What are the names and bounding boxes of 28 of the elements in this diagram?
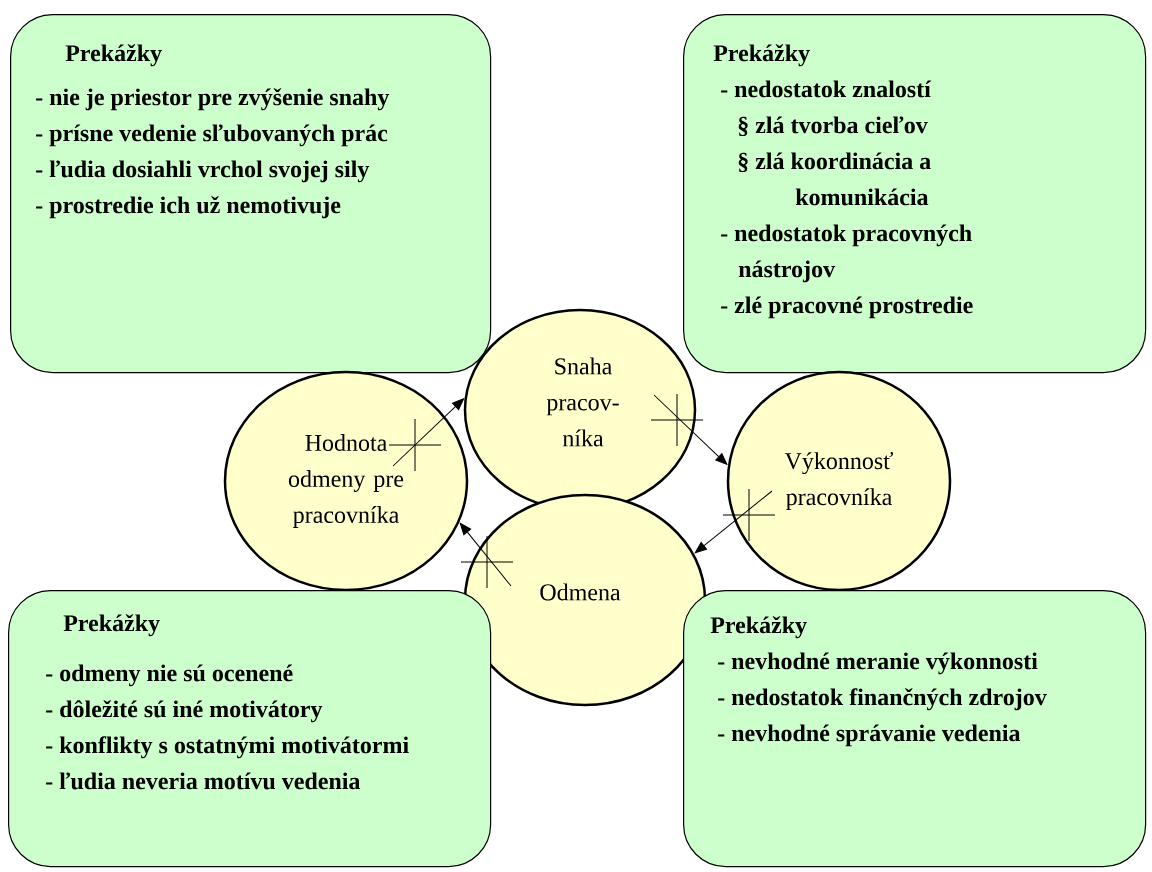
list-item: - nedostatok znalostí [721,80,932,98]
list-item: - konflikty s ostatnými motivátormi [46,736,409,759]
obstacle-box [683,14,1147,374]
list-item: - zlé pracovné prostredie [721,296,973,319]
list-item: - nevhodné meranie výkonnosti [718,652,1038,675]
box-heading: Prekážky [713,44,810,67]
list-item: - nedostatok finančných zdrojov [718,688,1047,711]
obstacle-box [8,590,492,868]
list-item: § zlá koordinácia a komunikácia [738,152,931,206]
arrow [694,490,773,554]
list-item: - nevhodné správanie vedenia [718,724,1021,747]
box-heading: Prekážky [710,616,807,639]
list-item: - ľudia dosiahli vrchol svojej sily [36,160,370,183]
list-item: - ľudia neveria motívu vedenia [46,772,361,790]
list-item: - dôležité sú iné motivátory [46,700,323,723]
obstacle-box [683,590,1147,868]
box-heading: Prekážky [63,614,160,637]
list-item: - nie je priestor pre zvýšenie snahy [36,88,390,111]
list-item: - nedostatok pracovných nástrojov [721,224,972,283]
arrow [459,522,512,587]
arrow [653,394,728,465]
list-item: § zlá tvorba cieľov [738,116,928,137]
list-item: - odmeny nie sú ocenené [46,664,293,687]
arrow [392,398,465,467]
list-item: - prísne vedenie sľubovaných prác [36,124,388,147]
box-heading: Prekážky [65,44,162,67]
list-item: - prostredie ich už nemotivuje [36,196,341,219]
obstacle-box [10,14,492,374]
